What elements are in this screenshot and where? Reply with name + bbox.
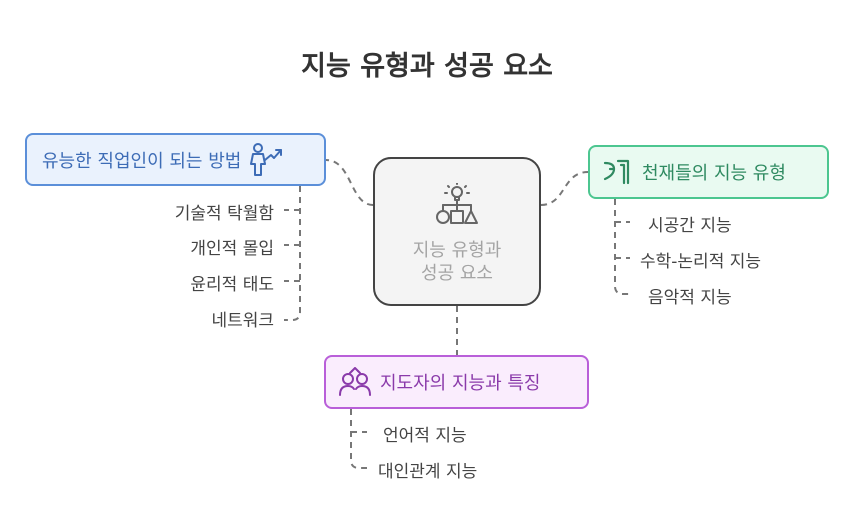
career-item-1: 기술적 탁월함: [174, 204, 274, 224]
center-label-line-2: 성공 요소: [421, 263, 493, 284]
connector-leader-trunk: [350, 409, 367, 469]
branch-leader-box[interactable]: 지도자의 지능과 특징: [324, 355, 589, 409]
center-label-line-1: 지능 유형과: [412, 240, 502, 261]
leader-item-1: 언어적 지능: [383, 426, 467, 446]
connector-career-trunk: [284, 186, 301, 321]
center-label: 지능 유형과 성공 요소: [375, 239, 539, 285]
genius-item-2: 수학-논리적 지능: [640, 252, 762, 272]
branch-career-label: 유능한 직업인이 되는 방법: [42, 150, 242, 172]
career-item-4: 네트워크: [211, 311, 274, 331]
connector-genius-trunk: [614, 199, 630, 295]
genius-item-3: 음악적 지능: [648, 288, 732, 308]
lightbulb-structure-icon: [436, 183, 478, 224]
center-node[interactable]: 지능 유형과 성공 요소: [373, 157, 541, 306]
genius-item-1: 시공간 지능: [648, 216, 732, 236]
branch-genius-box[interactable]: 천재들의 지능 유형: [588, 145, 829, 199]
career-item-2: 개인적 몰입: [190, 239, 274, 259]
career-item-3: 윤리적 태도: [190, 275, 274, 295]
people-icon: [339, 367, 371, 396]
branch-career-box[interactable]: 유능한 직업인이 되는 방법: [25, 133, 326, 186]
person-growth-icon: [250, 142, 283, 176]
branch-leader-label: 지도자의 지능과 특징: [380, 373, 541, 394]
connector-center-career: [325, 159, 374, 206]
leader-item-2: 대인관계 지능: [378, 462, 478, 482]
connector-center-genius: [540, 171, 589, 206]
numbers-icon: [603, 159, 630, 185]
page-title: 지능 유형과 성공 요소: [301, 51, 553, 82]
branch-genius-label: 천재들의 지능 유형: [642, 163, 786, 184]
